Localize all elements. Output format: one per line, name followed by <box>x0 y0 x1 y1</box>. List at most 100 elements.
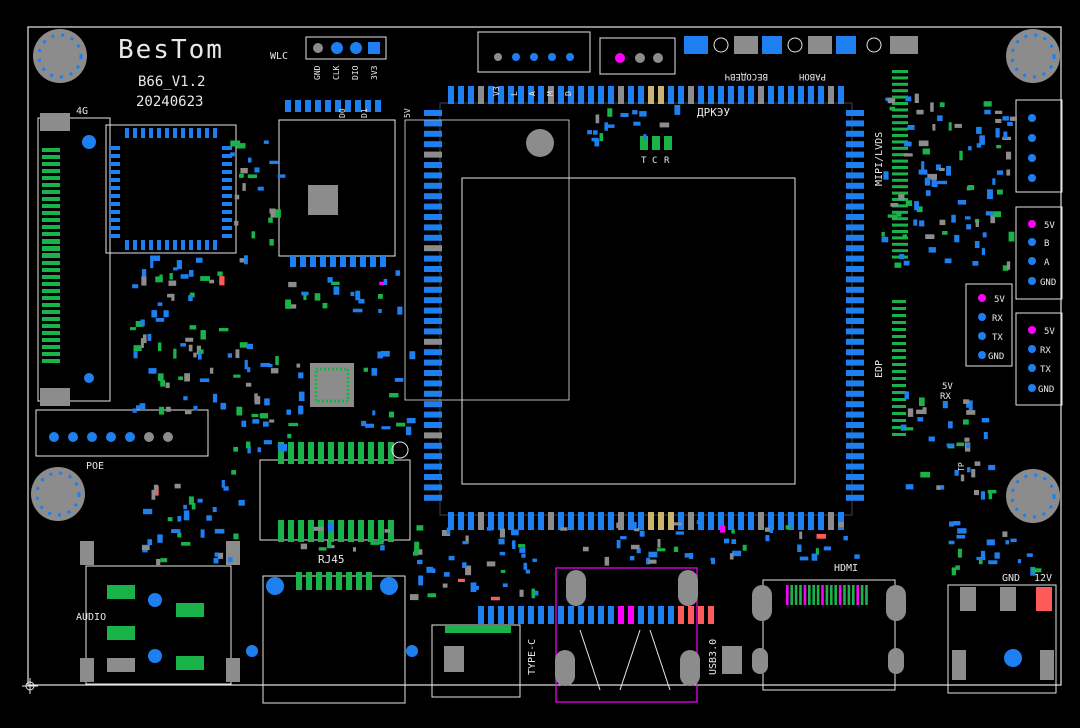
usb-pad <box>558 606 564 624</box>
passive-pad <box>257 186 264 191</box>
rj45-pad <box>306 572 312 590</box>
soc-pad-left <box>424 151 442 158</box>
passive-pad <box>378 309 382 314</box>
soc-pad-right <box>846 110 864 116</box>
passive-pad <box>531 590 539 596</box>
soc-pad-right <box>846 463 864 470</box>
passive-pad <box>150 261 154 269</box>
passive-pad <box>246 343 253 350</box>
label-tcr-c: C <box>652 156 657 166</box>
passive-pad <box>1002 265 1009 271</box>
passive-pad <box>287 433 292 439</box>
mipi-pad <box>892 191 908 195</box>
passive-pad <box>922 407 927 415</box>
passive-pad <box>409 351 416 360</box>
mag-pad <box>348 442 354 464</box>
passive-pad <box>887 214 898 218</box>
wifi-pad <box>125 128 129 138</box>
passive-pad <box>371 368 378 376</box>
passive-pad <box>951 214 956 223</box>
label-485-a: A <box>1044 258 1050 268</box>
passive-pad <box>269 239 274 246</box>
hdmi-pad <box>860 585 864 605</box>
passive-pad <box>673 546 679 552</box>
label-uart2-5v: 5V <box>1044 327 1055 337</box>
codec-pad <box>340 255 346 267</box>
passive-pad <box>416 525 424 531</box>
module-4g-pad <box>42 338 60 342</box>
passive-pad <box>604 556 610 566</box>
passive-pad <box>240 168 248 174</box>
soc-pad-right <box>846 214 864 220</box>
passive-pad <box>1006 169 1011 176</box>
usb-pad <box>488 606 494 624</box>
passive-pad <box>881 236 889 243</box>
soc-pad-top <box>678 86 684 104</box>
passive-pad <box>184 373 190 382</box>
soc-pad-right <box>846 359 864 366</box>
passive-pad <box>180 274 189 279</box>
mipi-pad <box>892 230 908 233</box>
soc-pad-bottom <box>588 512 594 530</box>
mounting-hole-top-left <box>33 29 87 83</box>
label-spi-dio: DIO <box>351 65 360 80</box>
wifi-pad <box>189 128 193 138</box>
soc-pad-bottom <box>608 512 614 530</box>
passive-pad <box>1010 538 1017 542</box>
passive-pad <box>992 178 996 185</box>
soc-pad-right <box>846 380 864 387</box>
passive-pad <box>995 118 1002 123</box>
passive-pad <box>431 568 436 573</box>
passive-pad <box>350 291 355 297</box>
passive-pad <box>843 535 848 541</box>
mag-pad <box>318 520 324 542</box>
label-rj45: RJ45 <box>318 553 345 566</box>
passive-pad <box>247 174 257 179</box>
soc-pad-left <box>424 224 442 231</box>
passive-pad <box>251 231 256 239</box>
passive-pad <box>214 552 219 557</box>
soc-pad-bottom <box>638 512 644 530</box>
passive-pad <box>919 220 925 227</box>
passive-pad <box>904 391 909 400</box>
passive-pad <box>896 213 902 217</box>
hdmi-pad <box>821 585 824 605</box>
passive-pad <box>388 411 394 418</box>
passive-pad <box>914 93 919 103</box>
usb-pad <box>608 606 614 624</box>
passive-pad <box>486 527 493 531</box>
soc-pad-bottom <box>598 512 604 530</box>
passive-pad <box>988 560 998 565</box>
hdmi-pad <box>812 585 815 605</box>
passive-pad <box>465 565 472 576</box>
soc-pad-top <box>458 86 464 104</box>
wifi-pad <box>181 128 185 138</box>
passive-pad <box>263 140 269 144</box>
passive-pad <box>918 140 929 147</box>
passive-pad <box>298 372 304 379</box>
codec-pad <box>290 255 296 267</box>
wifi-pad <box>173 128 177 138</box>
wifi-pad <box>110 202 120 206</box>
passive-pad <box>604 122 608 131</box>
soc-pad-left <box>424 390 442 397</box>
soc-pad-top <box>668 86 674 104</box>
passive-pad <box>881 231 885 237</box>
passive-pad <box>260 363 271 367</box>
codec-pad <box>365 100 371 112</box>
soc-pad-right <box>846 286 864 293</box>
passive-pad <box>241 420 247 427</box>
usb-pad <box>538 606 544 624</box>
codec-pad <box>285 100 291 112</box>
passive-pad <box>185 409 192 415</box>
label-tp: TP <box>957 462 966 472</box>
module-4g-pad <box>42 211 60 215</box>
passive-pad <box>499 528 505 538</box>
codec-pad <box>370 255 376 267</box>
passive-pad <box>742 544 747 551</box>
passive-pad <box>394 378 404 382</box>
passive-pad <box>838 522 844 528</box>
passive-pad <box>769 527 773 534</box>
passive-pad <box>426 566 434 573</box>
mipi-pad <box>892 153 908 157</box>
